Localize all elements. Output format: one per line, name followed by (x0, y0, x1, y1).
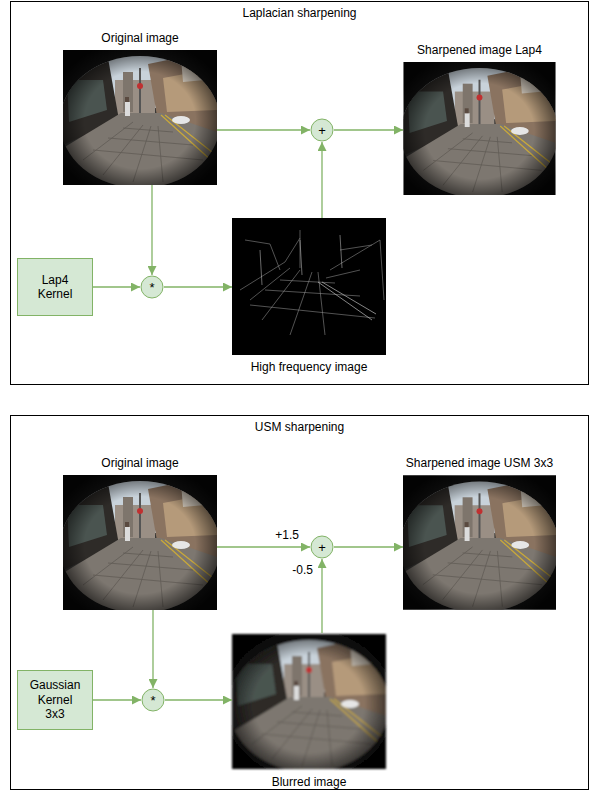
image-caption: Original image (101, 31, 178, 45)
image-frame: Sharpened image Lap4 (403, 62, 556, 195)
flow-arrow (217, 129, 310, 130)
operator-symbol: * (150, 694, 155, 707)
flow-arrow (165, 699, 232, 700)
image-caption: Sharpened image Lap4 (417, 43, 542, 57)
image-frame: Sharpened image USM 3x3 (403, 475, 556, 610)
flow-arrow (217, 546, 310, 547)
image-frame: Original image (63, 475, 217, 610)
operator-circle: + (310, 118, 334, 142)
panel-title: Laplacian sharpening (11, 6, 588, 20)
kernel-label: Gaussian Kernel 3x3 (28, 678, 82, 721)
blurred-photo (232, 634, 386, 769)
flow-arrow (152, 610, 153, 688)
original-photo (63, 50, 217, 185)
operator-circle: * (140, 275, 164, 299)
high-frequency-photo (232, 218, 386, 355)
operator-symbol: + (318, 541, 326, 554)
image-caption: Sharpened image USM 3x3 (406, 456, 553, 470)
flow-arrow (321, 559, 322, 633)
kernel-box: Gaussian Kernel 3x3 (17, 670, 93, 730)
flow-arrow (334, 546, 403, 547)
flow-arrow (321, 142, 322, 218)
image-frame: High frequency image (232, 218, 386, 355)
weight-label: +1.5 (274, 528, 300, 542)
flow-arrow (151, 185, 152, 275)
operator-symbol: * (149, 281, 154, 294)
kernel-label: Lap4 Kernel (28, 273, 82, 302)
original-photo (63, 475, 217, 610)
image-caption: Original image (101, 456, 178, 470)
flow-arrow (93, 286, 140, 287)
kernel-box: Lap4 Kernel (17, 258, 93, 316)
image-caption: Blurred image (272, 775, 347, 789)
flow-arrow (164, 286, 232, 287)
sharpened-photo (403, 475, 556, 609)
flow-arrow (334, 129, 403, 130)
weight-label: -0.5 (291, 563, 314, 577)
diagram-panel: Laplacian sharpeningOriginal imageSharpe… (10, 1, 589, 385)
image-frame: Blurred image (232, 633, 386, 770)
operator-circle: * (141, 688, 165, 712)
flow-arrow (93, 699, 141, 700)
image-caption: High frequency image (251, 360, 368, 374)
panel-title: USM sharpening (11, 420, 588, 434)
sharpened-photo (404, 62, 556, 195)
operator-circle: + (310, 535, 334, 559)
operator-symbol: + (318, 124, 326, 137)
image-frame: Original image (63, 50, 217, 185)
diagram-panel: USM sharpeningOriginal imageSharpened im… (10, 415, 589, 790)
